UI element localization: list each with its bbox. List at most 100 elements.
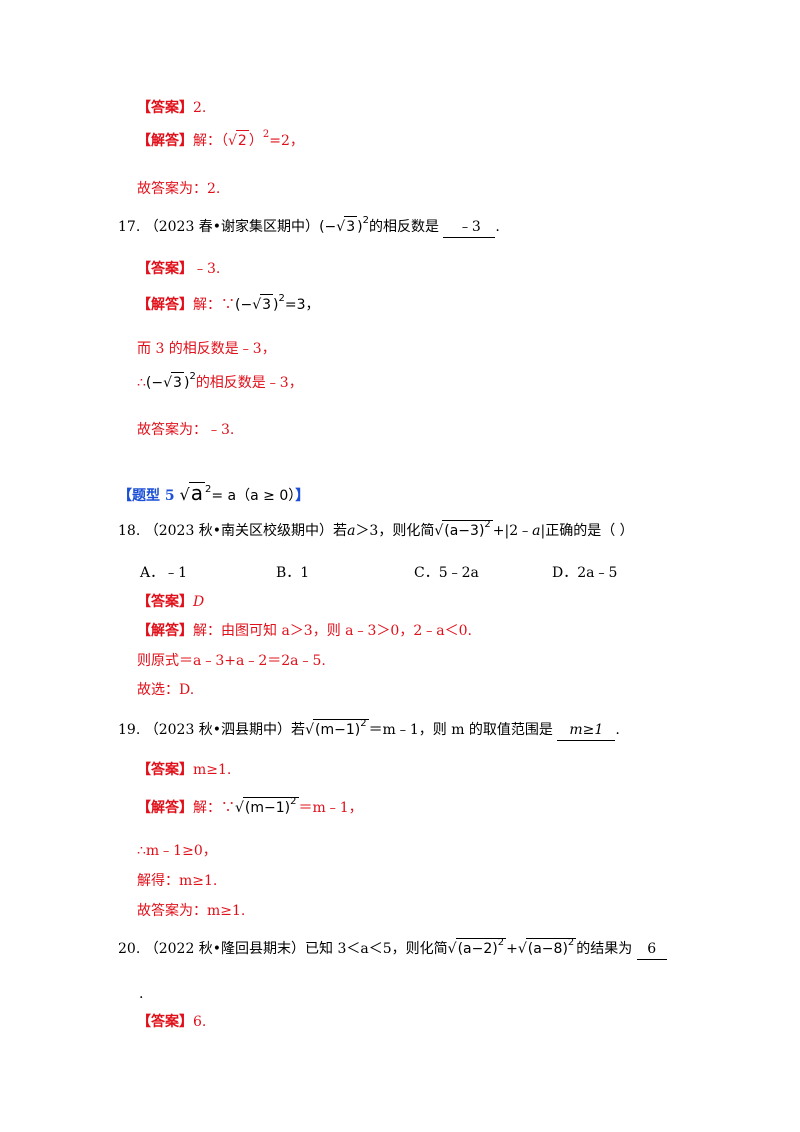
q18-line3: 故选：D. (137, 682, 195, 698)
q19-solution-line: 【解答】解：∵√(m−1)2＝m﹣1， (137, 796, 363, 820)
exponent: 2 (360, 718, 367, 729)
q17-final-line: 故答案为：﹣3. (137, 422, 235, 438)
question-source: （2023 春•谢家集区期中） (144, 219, 320, 235)
q16-answer-line: 【答案】2. (137, 98, 206, 118)
question-number: 20. (118, 941, 141, 957)
math-expression: (−√3)2=3， (235, 293, 320, 315)
option-label: A． (140, 565, 165, 581)
option-d[interactable]: D．2a﹣5 (552, 563, 617, 583)
abs-lead: +|2﹣ (492, 523, 533, 539)
question-source: （2023 秋•泗县期中）若 (144, 722, 306, 738)
answer-blank: 6 (636, 939, 667, 960)
option-b[interactable]: B．1 (276, 563, 309, 583)
sqrt-expression: √(m−1)2 (235, 796, 299, 816)
solution-text: 解：由图可知 a＞3，则 a﹣3＞0，2﹣a＜0. (193, 623, 472, 639)
answer-blank: ﹣3 (443, 217, 496, 238)
exponent: 2 (278, 293, 285, 304)
math-expression: (−√3)2 (145, 371, 196, 393)
q17-line2: 而 3 的相反数是﹣3， (137, 341, 276, 357)
answer-value: ﹣3. (193, 261, 221, 277)
question-number: 17. (118, 219, 141, 235)
option-label: D． (552, 565, 578, 581)
solution-result: =2， (269, 133, 304, 149)
q17-solution-line: 【解答】解：∵(−√3)2=3， (137, 293, 320, 317)
option-label: B． (276, 565, 301, 581)
option-label: C． (414, 565, 439, 581)
radicand: (a−2) (457, 941, 498, 957)
radicand: a (188, 481, 205, 505)
end-punct: . (615, 722, 620, 738)
math-expression: (−√3)2 (319, 215, 369, 237)
sqrt-expression: √(a−8)2 (518, 937, 577, 957)
answer-tag: 【答案】 (137, 762, 193, 778)
type-heading-close: 】 (295, 488, 310, 504)
answer-value: 2. (193, 100, 207, 116)
radicand: 3 (171, 372, 184, 393)
paren-open: (− (145, 375, 164, 391)
paren-close: ) (273, 297, 279, 313)
q17-line3: ∴(−√3)2的相反数是﹣3， (137, 371, 303, 395)
expression-result: ＝m﹣1， (298, 800, 363, 816)
variable: a (347, 523, 356, 539)
radicand-group: (m−1)2 (242, 796, 299, 820)
stem-text: 的结果为 (576, 941, 633, 957)
exponent: 2 (484, 519, 491, 530)
q19-final-line: 故答案为：m≥1. (137, 903, 246, 919)
answer-value: m≥1. (193, 762, 232, 778)
sqrt-expression: √(a−2)2 (448, 937, 507, 957)
radicand: (m−1) (244, 800, 291, 816)
exponent: 2 (567, 937, 575, 948)
option-a[interactable]: A．﹣1 (140, 563, 187, 583)
radicand: 2 (235, 130, 249, 151)
q18-stem: 18. （2023 秋•南关区校级期中）若a＞3，则化简√(a−3)2+|2﹣a… (118, 519, 634, 543)
paren-open: (− (235, 297, 253, 313)
sqrt-expression: √2 (228, 130, 249, 151)
q18-solution-line: 【解答】解：由图可知 a＞3，则 a﹣3＞0，2﹣a＜0. (137, 621, 472, 641)
paren-close: ） (248, 133, 263, 149)
answer-tag: 【答案】 (137, 100, 193, 116)
option-text: 5﹣2a (438, 565, 479, 581)
q20-trail-punct: . (139, 986, 144, 1002)
q20-stem: 20. （2022 秋•隆回县期末）已知 3＜a＜5，则化简√(a−2)2+√(… (118, 937, 667, 961)
radicand-group: (a−8)2 (525, 937, 577, 961)
option-c[interactable]: C．5﹣2a (414, 563, 479, 583)
question-source: （2022 秋•隆回县期末）已知 3＜a＜5，则化简 (144, 941, 448, 957)
exponent: 2 (262, 129, 270, 140)
variable: a (532, 523, 541, 539)
q17-answer-line: 【答案】﹣3. (137, 259, 220, 279)
sqrt-expression: √(a−3)2 (434, 519, 493, 539)
question-source: （2023 秋•南关区校级期中）若 (144, 523, 348, 539)
question-number: 19. (118, 722, 141, 738)
stem-text: 的相反数是 (368, 219, 439, 235)
radicand: (m−1) (314, 722, 361, 738)
radicand-group: (a−2)2 (455, 937, 507, 961)
paren-open: (− (319, 219, 337, 235)
q16-final-line: 故答案为：2. (137, 181, 221, 197)
solution-tag: 【解答】 (137, 133, 193, 149)
radicand: 3 (344, 216, 358, 237)
radicand: 3 (260, 294, 274, 315)
end-punct: . (495, 219, 500, 235)
option-text: 2a﹣5 (577, 565, 618, 581)
exponent: 2 (189, 371, 196, 382)
condition-text: ＞3，则化简 (355, 523, 435, 539)
exponent: 2 (362, 215, 369, 226)
exponent: 2 (204, 484, 212, 495)
solution-tag: 【解答】 (137, 800, 193, 816)
option-text: ﹣1 (164, 565, 188, 581)
paren-open: （ (221, 133, 228, 149)
answer-blank: m≥1 (557, 720, 616, 741)
solution-lead: 解：∵ (193, 800, 235, 816)
question-number: 18. (118, 523, 141, 539)
type-heading-open: 【题型 5 (118, 488, 175, 504)
q20-answer-line: 【答案】6. (137, 1012, 206, 1032)
solution-tag: 【解答】 (137, 297, 193, 313)
paren-close: ) (357, 219, 363, 235)
paren-close: ) (183, 375, 190, 391)
exponent: 2 (290, 796, 297, 807)
radicand-group: (m−1)2 (312, 718, 369, 742)
q19-stem: 19. （2023 秋•泗县期中）若√(m−1)2＝m﹣1，则 m 的取值范围是… (118, 718, 620, 742)
formula-text: = a（a ≥ 0） (211, 488, 296, 504)
